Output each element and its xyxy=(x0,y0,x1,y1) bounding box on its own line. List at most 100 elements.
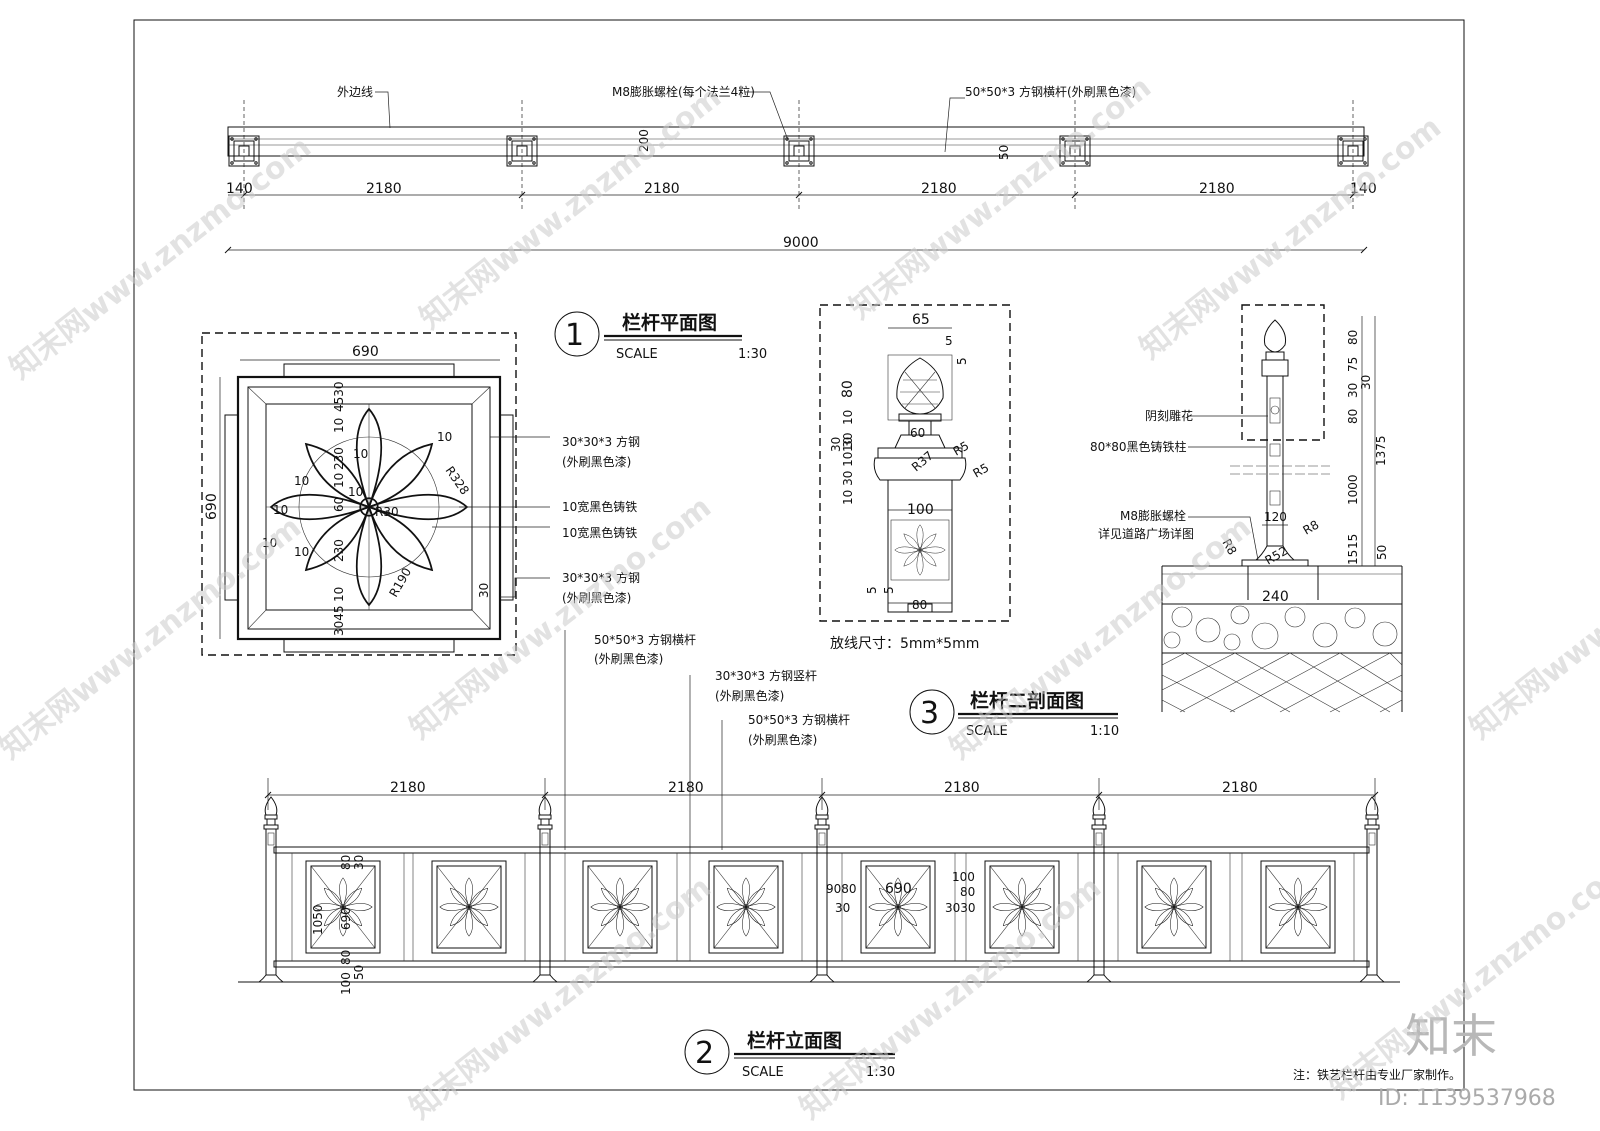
d1-note2: 10宽黑色铸铁 xyxy=(562,499,637,514)
d1-height: 690 xyxy=(204,493,220,520)
detail2-scale-label: SCALE xyxy=(742,1065,784,1080)
detail1-panel xyxy=(201,332,550,656)
d3-80b: 80 xyxy=(1346,409,1360,424)
d3-bolt-ref: 详见道路广场详图 xyxy=(1098,526,1194,541)
d1-10e: 10 xyxy=(348,485,363,499)
d2-w3030: 3030 xyxy=(945,901,976,915)
d2-80a: 80 xyxy=(339,855,353,870)
detail3-section xyxy=(1161,304,1403,713)
d3-30b: 30 xyxy=(1359,375,1373,390)
d3-carving: 阴刻雕花 xyxy=(1145,408,1193,423)
detail1-scale-label: SCALE xyxy=(616,347,658,362)
panel-2 xyxy=(432,861,506,953)
post-2 xyxy=(532,796,558,983)
detail2-title: 栏杆立面图 xyxy=(747,1029,842,1052)
sheet-border xyxy=(133,19,1465,1091)
detail2-scale-value: 1:30 xyxy=(866,1065,895,1080)
d2-w100: 100 xyxy=(952,870,975,884)
detail2-number: 2 xyxy=(695,1036,714,1071)
d3-50: 50 xyxy=(1375,545,1389,560)
detail3-scale-label: SCALE xyxy=(966,724,1008,739)
watermark: 知末网www.znzmo.com xyxy=(403,870,718,1127)
d1-10a: 10 xyxy=(332,418,346,433)
d2-w30a: 30 xyxy=(835,901,850,915)
d2-note-mid-b: (外刷黑色漆) xyxy=(748,733,817,747)
d3-15a: 15 xyxy=(1346,534,1360,549)
watermark: 知末网www.znzmo.com xyxy=(3,130,318,387)
dim-total: 9000 xyxy=(783,235,819,251)
dim-200: 200 xyxy=(637,129,651,152)
panel-8 xyxy=(1261,861,1335,953)
fin-r5b: R5 xyxy=(971,460,992,480)
d2-note-mid-a: 50*50*3 方钢横杆 xyxy=(748,712,850,727)
detail1-circle xyxy=(554,311,600,357)
brand-mark: 知末 xyxy=(1405,1009,1497,1063)
d3-bolt: M8膨胀螺栓 xyxy=(1120,508,1186,523)
detail1-scale-value: 1:30 xyxy=(738,347,767,362)
detail1-title: 栏杆平面图 xyxy=(622,311,717,334)
dim-50: 50 xyxy=(997,145,1011,160)
d1-10i: 10 xyxy=(294,545,309,559)
label-rail: 50*50*3 方钢横杆(外刷黑色漆) xyxy=(965,84,1136,99)
fin-5d: 5 xyxy=(882,586,896,594)
d3-75: 75 xyxy=(1346,357,1360,372)
dim-bay-3: 2180 xyxy=(921,181,957,197)
d2-bay-4: 2180 xyxy=(1222,780,1258,796)
detail3-number: 3 xyxy=(920,696,939,731)
d2-w690: 690 xyxy=(885,881,912,897)
panel-5 xyxy=(861,861,935,953)
d2-80b: 80 xyxy=(339,950,353,965)
detail3-circle xyxy=(909,689,955,735)
fin-60: 60 xyxy=(910,426,925,440)
detail1-number: 1 xyxy=(565,318,584,353)
d2-note-top-a: 50*50*3 方钢横杆 xyxy=(594,632,696,647)
d1-10b: 10 xyxy=(332,473,346,488)
d2-bay-3: 2180 xyxy=(944,780,980,796)
d3-1375: 1375 xyxy=(1374,435,1388,466)
detail2-circle xyxy=(684,1029,730,1075)
watermark: 知末网www.znzmo.com xyxy=(1133,110,1448,367)
d1-10c: 10 xyxy=(332,587,346,602)
d1-note3: 10宽黑色铸铁 xyxy=(562,525,637,540)
dim-bay-2: 2180 xyxy=(644,181,680,197)
fin-5c: 5 xyxy=(865,586,879,594)
detail3-title: 栏杆二剖面图 xyxy=(970,689,1084,712)
dim-end-left: 140 xyxy=(226,181,253,197)
d1-10g: 10 xyxy=(273,503,288,517)
d3-r8b: R8 xyxy=(1301,517,1322,537)
d3-15b: 15 xyxy=(1346,550,1360,565)
d2-note-top-b: (外刷黑色漆) xyxy=(594,652,663,666)
d1-10f: 10 xyxy=(294,474,309,488)
watermark: 知末网www.znzmo.com xyxy=(843,70,1158,327)
d2-bay-2: 2180 xyxy=(668,780,704,796)
post-5 xyxy=(1359,796,1385,983)
fin-5a: 5 xyxy=(945,334,953,348)
d1-230a: 230 xyxy=(332,447,346,470)
d2-1050: 1050 xyxy=(311,904,325,935)
watermark: 知末网www.znzmo.com xyxy=(413,80,728,337)
d2-w80: 80 xyxy=(960,885,975,899)
d2-100: 100 xyxy=(339,972,353,995)
finial-detail xyxy=(819,304,1011,622)
fin-80b: 80 xyxy=(912,598,927,612)
panel-4 xyxy=(709,861,783,953)
fin-r37: R37 xyxy=(909,448,936,474)
d2-690: 690 xyxy=(339,907,353,930)
panel-7 xyxy=(1137,861,1211,953)
d3-240: 240 xyxy=(1262,589,1289,605)
d2-note-vert-a: 30*30*3 方钢竖杆 xyxy=(715,668,817,683)
fin-grid-note: 放线尺寸：5mm*5mm xyxy=(830,636,979,652)
detail3-scale-value: 1:10 xyxy=(1090,724,1119,739)
d1-r328: R328 xyxy=(443,464,472,498)
d1-10h: 10 xyxy=(262,536,277,550)
d1-30: 30 xyxy=(477,583,491,598)
d1-3045: 3045 xyxy=(332,605,346,636)
d3-30a: 30 xyxy=(1346,383,1360,398)
image-id: ID: 1139537968 xyxy=(1378,1086,1556,1111)
detail2-elevation xyxy=(238,630,1400,983)
d1-r190: R190 xyxy=(386,565,414,599)
d2-bay-1: 2180 xyxy=(390,780,426,796)
fin-80: 80 xyxy=(840,380,856,398)
d2-50: 50 xyxy=(352,965,366,980)
d1-230b: 230 xyxy=(332,539,346,562)
